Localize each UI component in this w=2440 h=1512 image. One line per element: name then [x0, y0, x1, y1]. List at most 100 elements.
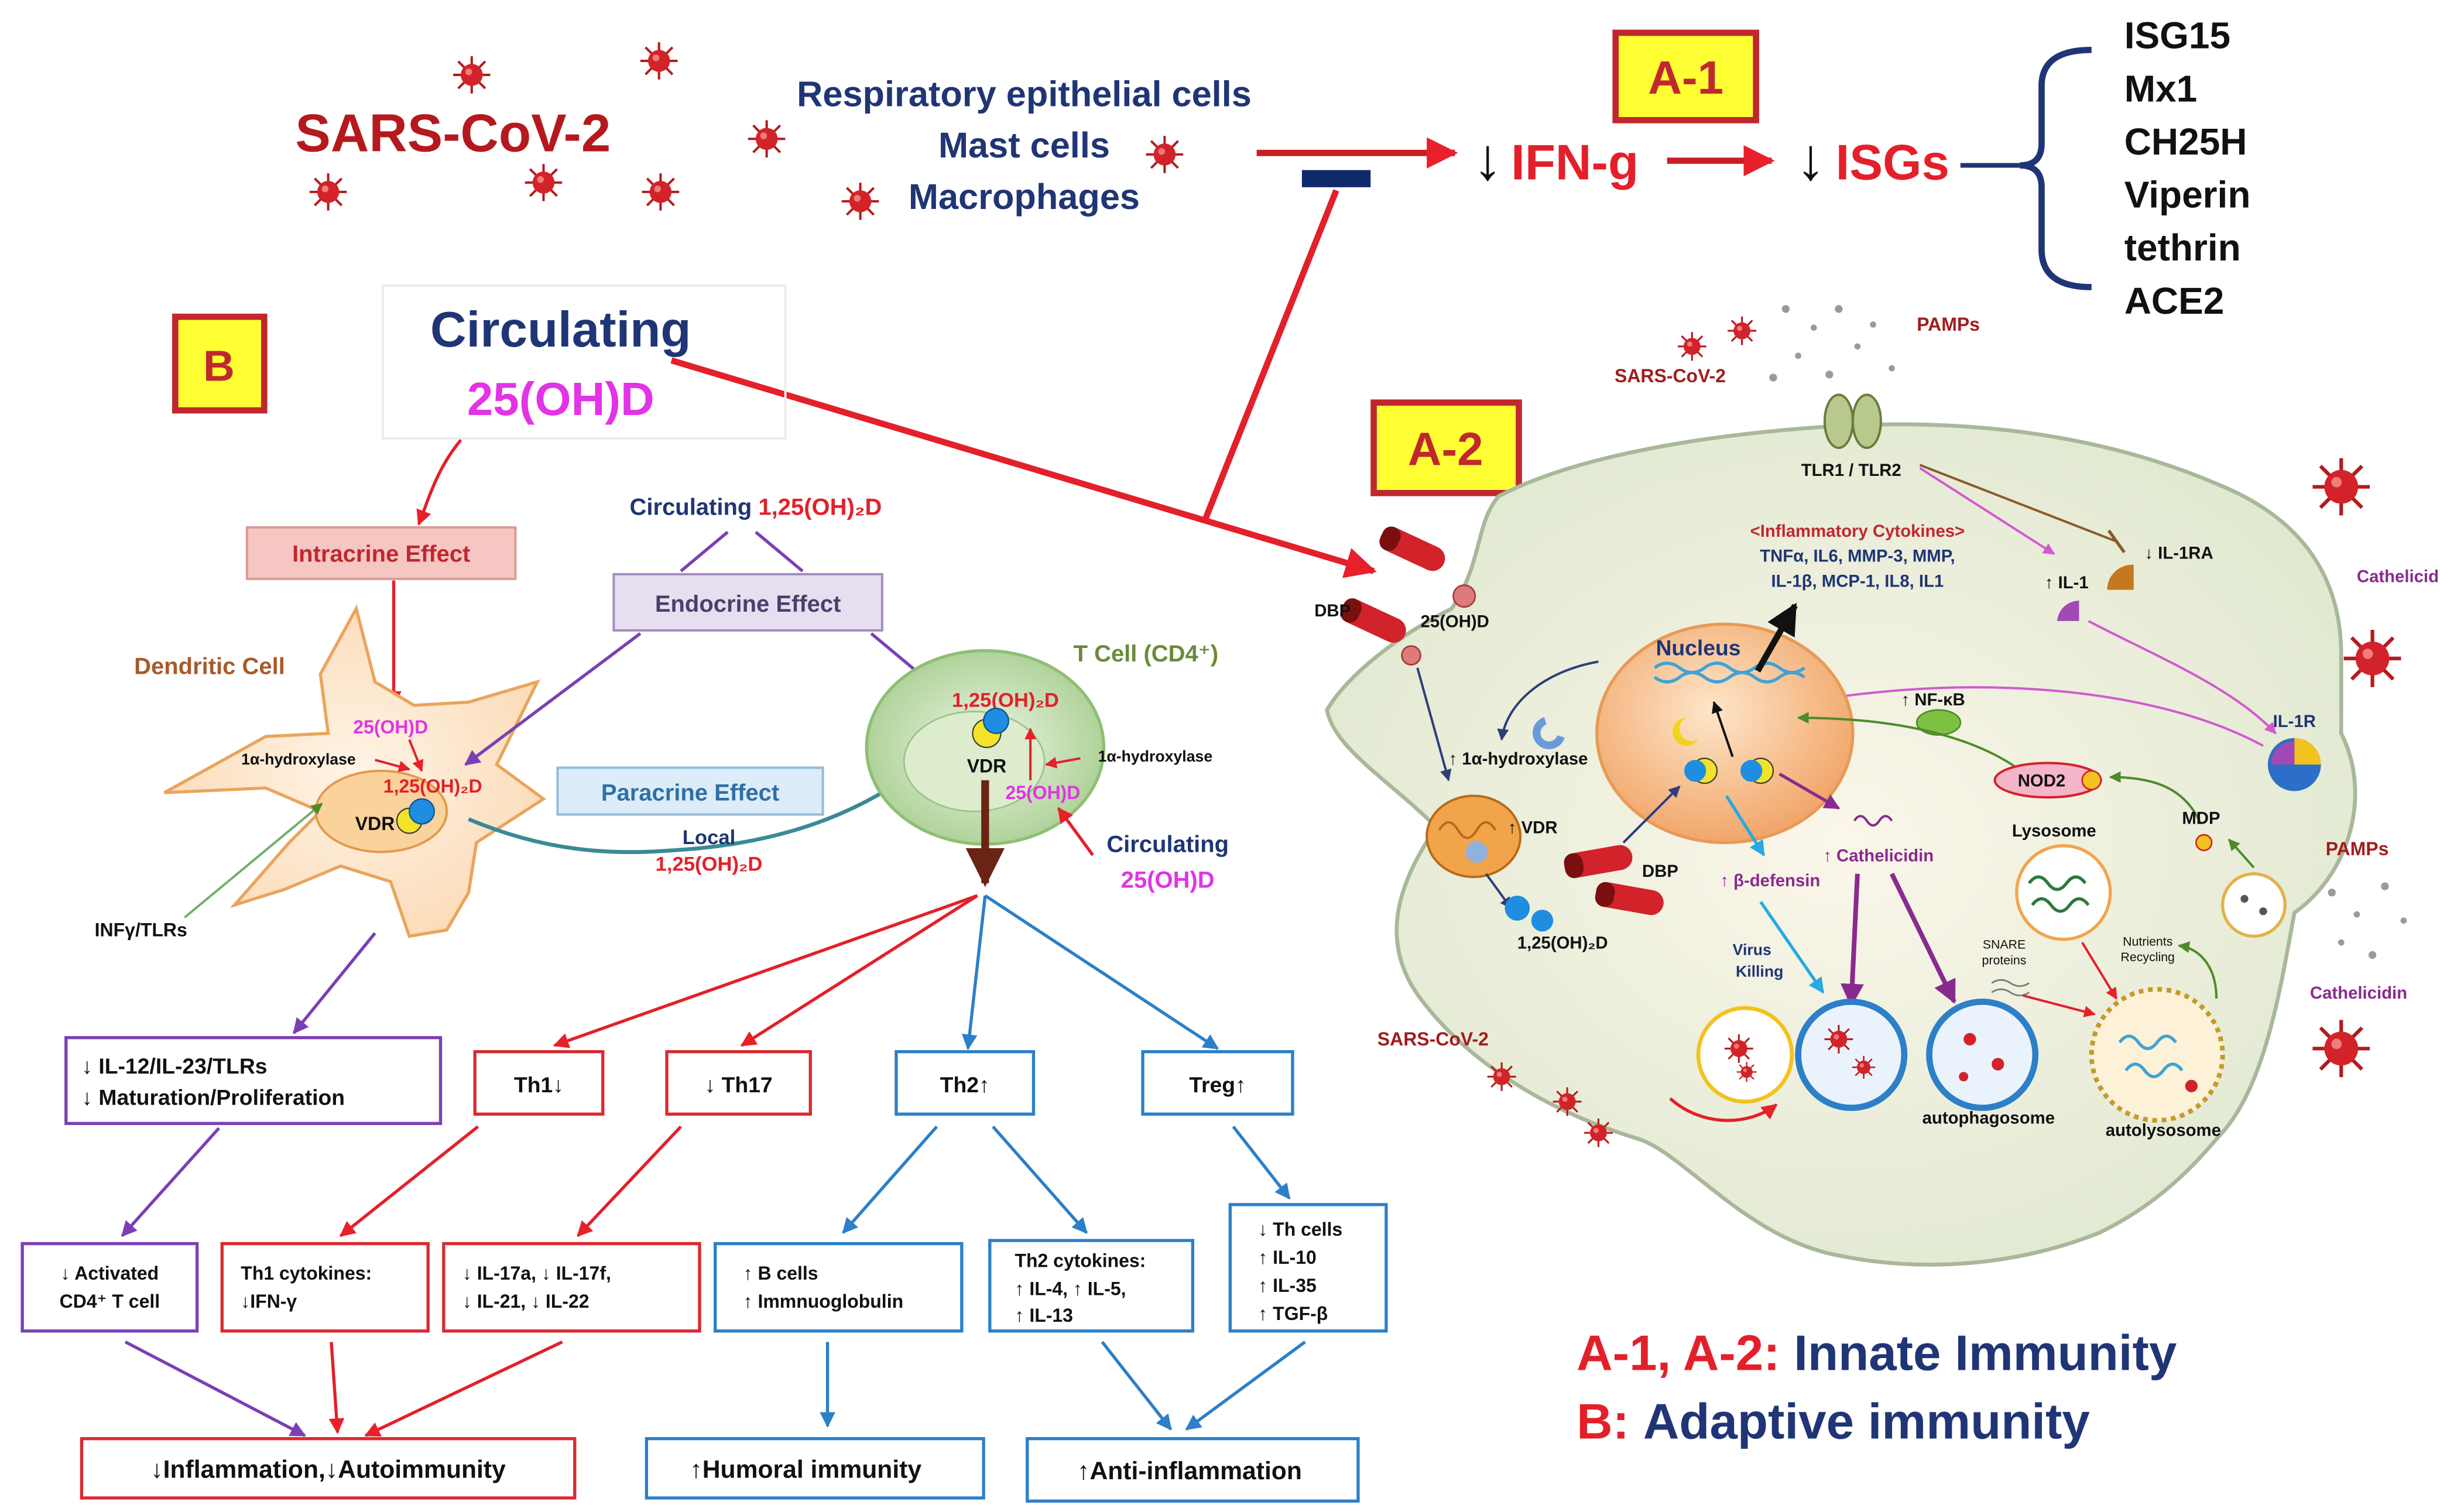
line-circ-endocrine-right — [755, 530, 804, 572]
vitamin-d-icon — [409, 798, 435, 825]
sars-title: SARS-CoV-2 — [295, 104, 611, 163]
tcell-25ohd: 25(OH)D — [1006, 782, 1081, 803]
virus-icon — [1823, 1024, 1854, 1055]
arrow-nucleus-cathelicidin — [1778, 772, 1841, 810]
box-th1-cytokines — [220, 1242, 430, 1333]
il1r-bound-icon — [2271, 741, 2295, 765]
active-label: 1,25(OH)₂D — [1517, 934, 1608, 953]
paracrine-box — [556, 766, 824, 816]
arrow-activated-outcome — [124, 1340, 306, 1437]
tlr-label: TLR1 / TLR2 — [1801, 461, 1901, 480]
virus-icon — [2312, 458, 2370, 516]
isgs-label: ISGs — [1836, 135, 1949, 191]
autolysosome-label: autolysosome — [2106, 1121, 2221, 1140]
virus-fragment — [1992, 1058, 2004, 1071]
tcell-circ1: Circulating — [1106, 831, 1229, 857]
arrow-to-th1 — [553, 894, 978, 1048]
cathelicidin-strand — [1853, 815, 1893, 827]
line-circ-endocrine-left — [680, 530, 729, 572]
virus-icon — [310, 173, 347, 211]
box-treg-line4: ↑ TGF-β — [1258, 1303, 1328, 1324]
arrow-inf-dc — [184, 803, 323, 918]
inhibit-line — [1202, 189, 1339, 521]
oh25d-ball-icon — [1401, 645, 1421, 666]
box-th2-label: Th2↑ — [940, 1072, 990, 1097]
arrow-to-th2 — [961, 895, 987, 1050]
arrow-snare-autolysosome — [2022, 994, 2096, 1017]
legend-innate-text: Innate Immunity — [1794, 1325, 2177, 1381]
arrow-to-th17 — [740, 894, 978, 1047]
arrow-dc-to-box — [292, 932, 376, 1034]
vitamin-d-icon — [1531, 910, 1554, 932]
tcell-title: T Cell (CD4⁺) — [1074, 641, 1219, 667]
badge-b — [172, 313, 268, 414]
vdr-label: ↑ VDR — [1508, 818, 1558, 837]
box-treg — [1141, 1050, 1294, 1116]
dc-inf: INFγ/TLRs — [95, 919, 187, 940]
virus-icon — [1851, 1055, 1876, 1080]
box-th2 — [895, 1050, 1036, 1116]
box-th17-label: ↓ Th17 — [705, 1072, 773, 1097]
infl-title: <Inflammatory Cytokines> — [1750, 522, 1965, 541]
cath-mid-label: ↑ Cathelicidin — [1823, 846, 1934, 865]
dbp-label: DBP — [1314, 601, 1351, 620]
intracrine-box — [245, 526, 517, 580]
arrow-25ohd-mito — [1416, 667, 1452, 781]
autolysosome-icon — [2089, 987, 2225, 1123]
cath-bottom: Cathelicidin — [2310, 983, 2407, 1003]
arrow-th17-il17 — [577, 1125, 682, 1237]
arrow-lysosome-autolysosome — [2081, 942, 2118, 1000]
virus-icon — [642, 173, 680, 211]
arrow-dbp-nucleus — [1622, 786, 1681, 844]
arrow-th1c-outcome — [328, 1342, 345, 1434]
arrow-dcbox-activated — [121, 1127, 220, 1237]
virus-icon — [525, 164, 563, 201]
nod2-ligand-icon — [2081, 770, 2102, 791]
infl-line2: IL-1β, MCP-1, IL8, IL1 — [1771, 571, 1944, 591]
box-il17-line2: ↓ IL-21, ↓ IL-22 — [462, 1291, 590, 1312]
cell-label-epithelial: Respiratory epithelial cells — [797, 74, 1252, 114]
inhibit-tlr-il1ra — [1919, 464, 2117, 543]
box-th2c-line2: ↑ IL-4, ↑ IL-5, — [1015, 1278, 1126, 1299]
arrow-nucleus-cytokines — [1754, 602, 1798, 673]
inhibit-tlr-il1ra-bar — [2107, 529, 2126, 554]
autophagosome-icon — [1926, 999, 2039, 1111]
box-th1c-line2: ↓IFN-γ — [241, 1291, 297, 1312]
paracrine-label: Paracrine Effect — [601, 780, 779, 805]
box-th1c-line1: Th1 cytokines: — [241, 1263, 372, 1284]
arrow-il17-outcome — [364, 1340, 563, 1437]
arrow-nucleus-defensin — [1725, 795, 1766, 857]
tcell-hydroxylase: 1α-hydroxylase — [1098, 748, 1213, 765]
arrow-recycling — [2178, 941, 2218, 999]
arrow-to-treg — [984, 894, 1219, 1050]
circulating-125d-prefix: Circulating — [630, 495, 759, 520]
pamps-right-particles — [2328, 882, 2407, 959]
pamp-dot — [2259, 907, 2267, 916]
arrow-25ohd-active — [408, 739, 424, 772]
snare1-label: SNARE — [1983, 938, 2026, 952]
circulating-frame — [381, 284, 787, 440]
circulating-125d: Circulating 1,25(OH)₂D — [630, 495, 882, 520]
box-th1-label: Th1↓ — [514, 1072, 564, 1097]
dc-active: 1,25(OH)₂D — [383, 776, 482, 797]
arrow-nod2-nucleus — [1797, 712, 2017, 769]
box-th1 — [473, 1050, 605, 1116]
killing-vacuole — [1795, 999, 1908, 1111]
il1-icon — [2057, 601, 2079, 621]
box-inflammation-label: ↓Inflammation,↓Autoimmunity — [150, 1455, 506, 1483]
isg-item: Mx1 — [2124, 67, 2197, 109]
badge-a2-label: A-2 — [1408, 423, 1483, 475]
il1ra-label: ↓ IL-1RA — [2144, 543, 2213, 563]
arrow-circ-tcell — [1057, 807, 1094, 856]
box-activated-line1: ↓ Activated — [61, 1263, 159, 1284]
legend-innate-prefix: A-1, A-2: — [1577, 1325, 1794, 1381]
pamps-particles — [1769, 305, 1895, 382]
box-humoral-label: ↑Humoral immunity — [690, 1455, 921, 1483]
tcell-active: 1,25(OH)₂D — [952, 690, 1059, 712]
cell-label-mast: Mast cells — [938, 125, 1110, 165]
virus-icon — [2344, 630, 2401, 687]
dc-25ohd: 25(OH)D — [353, 716, 428, 738]
phagosome-icon — [2221, 872, 2287, 938]
dbp-capsule-icon — [1340, 598, 1406, 643]
